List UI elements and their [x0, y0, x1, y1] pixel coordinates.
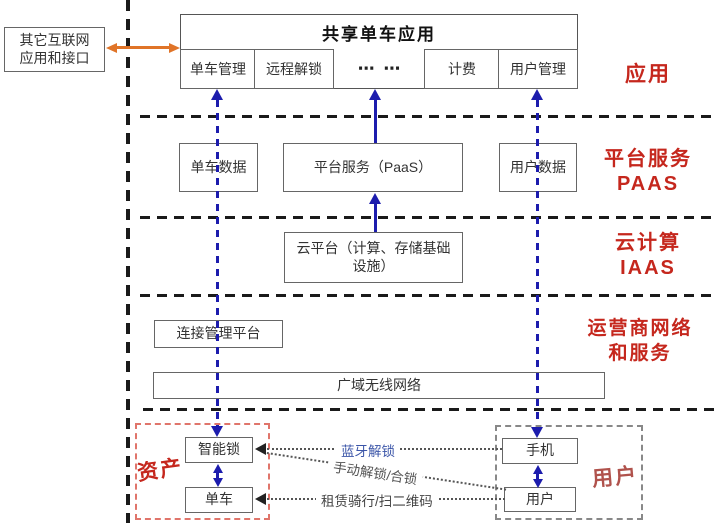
zone-label-paas: 平台服务 PAAS: [596, 147, 700, 197]
zone-label-carrier-line2: 和服务: [608, 343, 672, 364]
left-boundary-dashed-line: [126, 0, 130, 523]
up-arrow-icon: [531, 89, 543, 100]
zone-label-paas-line2: PAAS: [616, 173, 680, 195]
layer-divider-network-user: [143, 408, 718, 411]
module-ellipsis: ⋯ ⋯: [357, 59, 403, 78]
paas-to-app-line: [374, 100, 377, 143]
smart-lock-box: 智能锁: [185, 437, 253, 463]
layer-divider-app-paas: [140, 115, 718, 118]
down-arrow-icon: [533, 479, 543, 488]
manual-unlock-label: 手动解锁/合锁: [327, 454, 424, 490]
user-column-dashed-line: [536, 100, 539, 427]
assets-zone-label: 资产: [135, 455, 185, 486]
module-billing: 计费: [424, 49, 500, 89]
down-arrow-icon: [531, 427, 543, 438]
layer-divider-paas-iaas: [140, 216, 718, 219]
rental-scan-label: 租赁骑行/扫二维码: [316, 490, 438, 510]
user-box: 用户: [504, 487, 576, 512]
paas-service-box: 平台服务（PaaS）: [283, 143, 463, 192]
app-title: 共享单车应用: [322, 25, 436, 44]
layer-divider-iaas-network: [140, 294, 718, 297]
zone-label-iaas: 云计算 IAAS: [596, 231, 700, 281]
up-arrow-icon: [369, 89, 381, 100]
left-arrowhead-icon: [255, 443, 266, 455]
module-user-management: 用户管理: [498, 49, 578, 89]
external-interface-box: 其它互联网 应用和接口: [4, 27, 105, 72]
down-arrow-icon: [211, 426, 223, 437]
orange-double-arrow-line: [116, 46, 170, 49]
assets-dashed-box: [135, 423, 270, 520]
users-zone-label: 用户: [591, 464, 640, 491]
external-interface-line1: 其它互联网: [19, 32, 90, 48]
users-dashed-box: [495, 425, 643, 520]
cloud-platform-box: 云平台（计算、存储基础设施）: [284, 232, 463, 283]
orange-arrowhead-left-icon: [106, 43, 117, 53]
bluetooth-unlock-label: 蓝牙解锁: [336, 440, 400, 460]
phone-user-link: [536, 472, 539, 480]
module-remote-unlock: 远程解锁: [254, 49, 334, 89]
phone-box: 手机: [502, 438, 578, 464]
up-arrow-icon: [213, 464, 223, 473]
down-arrow-icon: [213, 478, 223, 487]
left-arrowhead-icon: [255, 493, 266, 505]
bike-column-dashed-line: [216, 100, 219, 426]
zone-label-carrier: 运营商网络 和服务: [576, 316, 704, 366]
external-interface-line2: 应用和接口: [19, 49, 90, 66]
up-arrow-icon: [211, 89, 223, 100]
orange-arrowhead-right-icon: [169, 43, 180, 53]
up-arrow-icon: [369, 193, 381, 204]
zone-label-application: 应用: [625, 63, 671, 86]
zone-label-carrier-line1: 运营商网络: [587, 318, 693, 339]
bike-box: 单车: [185, 487, 253, 513]
zone-label-iaas-line1: 云计算: [615, 232, 681, 254]
zone-label-iaas-line2: IAAS: [620, 257, 676, 279]
up-arrow-icon: [533, 465, 543, 474]
module-bike-management: 单车管理: [180, 49, 256, 89]
lock-bike-link: [216, 471, 219, 479]
cloud-to-paas-line: [374, 204, 377, 232]
zone-label-paas-line1: 平台服务: [604, 148, 692, 170]
wan-network-box: 广域无线网络: [153, 372, 605, 399]
